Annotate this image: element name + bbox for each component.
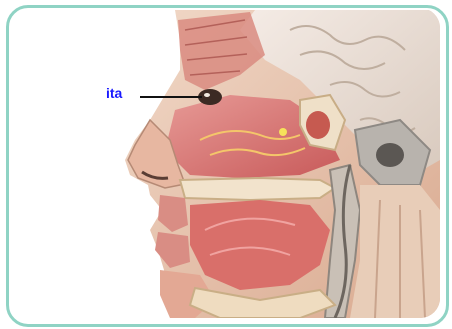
neck: [350, 185, 440, 318]
annotation-label: ita: [106, 86, 122, 100]
palate: [180, 178, 335, 200]
label-leader-line: [140, 96, 202, 98]
